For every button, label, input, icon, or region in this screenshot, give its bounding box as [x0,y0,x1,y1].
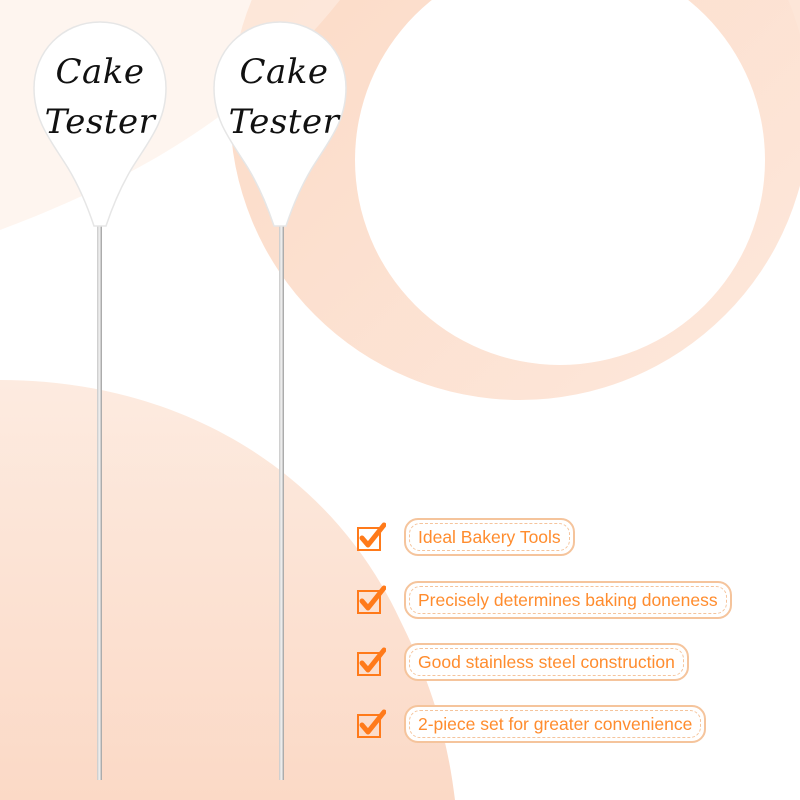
feature-item: 2-piece set for greater convenience [356,704,707,744]
checkbox-checked-icon [356,647,386,677]
bg-circle-inner [355,0,765,365]
tester-label-line2: Tester [44,102,156,142]
checkbox-checked-icon [356,709,386,739]
tester-label-line1: Cake [239,52,329,92]
feature-item: Ideal Bakery Tools [356,517,575,557]
cake-tester-1: Cake Tester [20,0,180,780]
feature-pill: Good stainless steel construction [404,643,689,681]
tester-label-line1: Cake [55,52,145,92]
checkbox-checked-icon [356,522,386,552]
tester-label-line2: Tester [228,102,340,142]
bg-bottom-left [0,380,455,800]
feature-text: Precisely determines baking doneness [418,589,718,610]
teardrop-head-icon [213,21,347,780]
cake-tester-2: Cake Tester [192,0,352,780]
feature-item: Good stainless steel construction [356,642,689,682]
feature-text: 2-piece set for greater convenience [418,713,693,734]
checkbox-checked-icon [356,585,386,615]
feature-text: Good stainless steel construction [418,651,675,672]
feature-item: Precisely determines baking doneness [356,580,732,620]
feature-pill: Ideal Bakery Tools [404,518,575,556]
feature-text: Ideal Bakery Tools [418,526,561,547]
teardrop-head-icon [33,21,167,780]
feature-pill: 2-piece set for greater convenience [404,705,707,743]
feature-pill: Precisely determines baking doneness [404,581,732,619]
